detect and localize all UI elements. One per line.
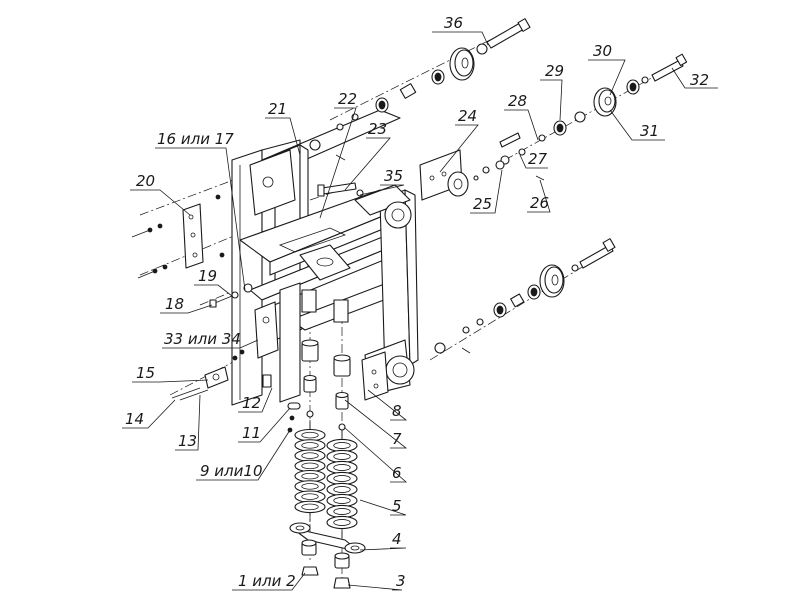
label-24: 24 — [458, 107, 477, 125]
label-28: 28 — [508, 92, 527, 110]
spring-coil — [326, 471, 358, 486]
label-25: 25 — [473, 195, 492, 213]
callout-labels: 36 30 29 32 22 21 28 24 23 31 16 или 17 … — [125, 14, 709, 590]
label-4: 4 — [392, 530, 402, 548]
spring-coil-inner — [301, 462, 319, 470]
spring-coil — [326, 493, 358, 508]
label-35: 35 — [384, 167, 403, 185]
leader-lines — [122, 31, 718, 591]
label-9-10: 9 или10 — [200, 462, 262, 480]
bracket-15 — [171, 301, 279, 401]
spring-coil-inner — [301, 503, 319, 511]
spring-coil — [326, 460, 358, 475]
spring-coil — [294, 428, 326, 442]
right-shaft-assembly — [419, 53, 688, 201]
label-5: 5 — [392, 497, 402, 515]
label-14: 14 — [125, 410, 144, 428]
spring-coil-inner — [301, 431, 319, 439]
label-12: 12 — [242, 394, 261, 412]
spring-coil-inner — [333, 486, 351, 493]
small-parts — [287, 402, 346, 433]
spring-coil-inner — [333, 519, 351, 526]
springs — [294, 420, 358, 538]
spring-coil — [294, 439, 326, 452]
label-31: 31 — [640, 122, 659, 140]
spring-right — [326, 430, 358, 538]
spring-coil-inner — [333, 453, 351, 460]
spring-coil — [294, 480, 326, 493]
label-6: 6 — [392, 464, 402, 482]
label-15: 15 — [136, 364, 155, 382]
lower-shaft-assembly — [434, 238, 616, 354]
bracket-lower-right — [361, 351, 389, 401]
spring-coil-inner — [333, 442, 351, 449]
label-33-34: 33 или 34 — [164, 330, 241, 348]
spring-coil-inner — [301, 472, 319, 480]
label-13: 13 — [178, 432, 197, 450]
label-26: 26 — [530, 194, 549, 212]
spring-coil — [326, 482, 358, 497]
spring-coil-inner — [301, 442, 319, 449]
spring-coil-inner — [301, 483, 319, 490]
label-36: 36 — [444, 14, 463, 32]
bolt-18 — [209, 283, 253, 308]
spring-coil-inner — [333, 497, 351, 504]
label-19: 19 — [198, 267, 217, 285]
spring-coil-inner — [333, 508, 351, 515]
spring-coil-inner — [301, 452, 319, 459]
spring-coil — [294, 459, 326, 473]
spring-coil — [326, 504, 358, 519]
spring-coil — [326, 515, 358, 530]
label-27: 27 — [528, 150, 548, 168]
label-32: 32 — [690, 71, 709, 89]
spring-coil-inner — [333, 464, 351, 471]
label-7: 7 — [392, 430, 402, 448]
top-shaft-assembly — [309, 18, 531, 161]
label-3: 3 — [396, 572, 406, 590]
label-8: 8 — [392, 402, 402, 420]
label-20: 20 — [136, 172, 155, 190]
plate-4 — [289, 522, 366, 589]
spring-coil — [326, 438, 358, 453]
spring-coil — [294, 449, 326, 462]
main-frame — [231, 109, 419, 406]
spring-coil — [294, 469, 326, 483]
label-21: 21 — [268, 100, 287, 118]
spring-coil — [294, 490, 326, 503]
label-29: 29 — [545, 62, 564, 80]
spring-coil — [326, 449, 358, 464]
label-23: 23 — [368, 120, 387, 138]
spring-left — [294, 420, 326, 522]
label-16-17: 16 или 17 — [157, 130, 234, 148]
bushings — [301, 289, 351, 410]
plate-20 — [131, 194, 225, 279]
label-18: 18 — [165, 295, 184, 313]
spring-coil-inner — [333, 475, 351, 482]
spring-coil-inner — [301, 493, 319, 500]
spring-coil — [294, 500, 326, 514]
label-1-2: 1 или 2 — [238, 572, 296, 590]
label-22: 22 — [338, 90, 357, 108]
bolt-35 — [317, 182, 364, 197]
label-30: 30 — [593, 42, 612, 60]
label-11: 11 — [242, 424, 261, 442]
